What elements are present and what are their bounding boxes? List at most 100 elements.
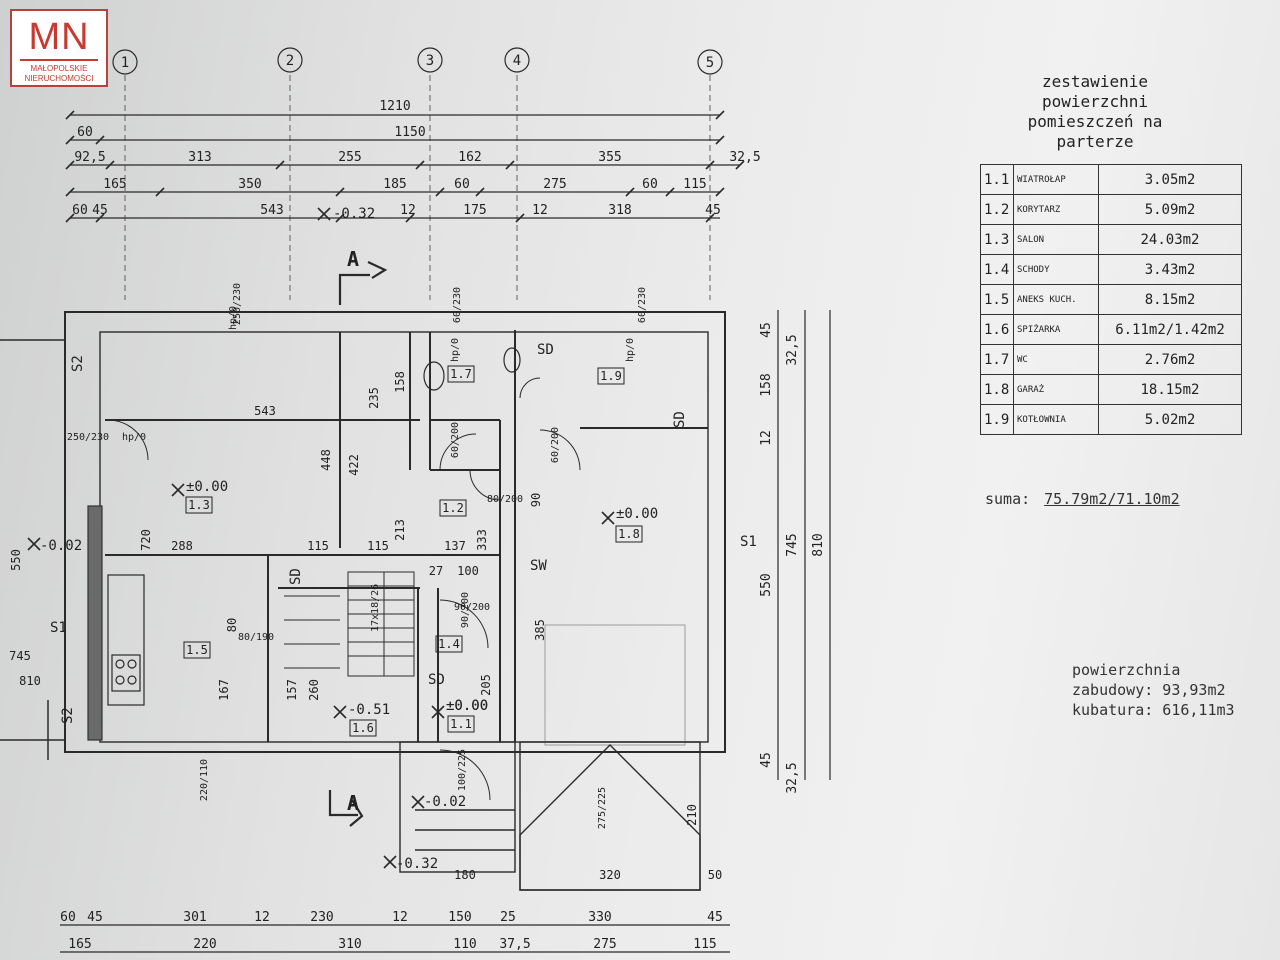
room-name: GARAŻ bbox=[1013, 374, 1099, 405]
dim-label: 50 bbox=[708, 868, 722, 882]
level-label: -0.51 bbox=[348, 702, 390, 718]
wall-tag: SD bbox=[428, 672, 445, 688]
dim-label: 301 bbox=[183, 910, 206, 925]
opening-label: 60/230 bbox=[452, 287, 463, 323]
dim-label: 45 bbox=[92, 203, 108, 218]
opening-label: 100/225 bbox=[457, 749, 468, 791]
room-area: 24.03m2 bbox=[1098, 224, 1242, 255]
dim-label: 45 bbox=[705, 203, 721, 218]
level-label: -0.32 bbox=[396, 856, 438, 872]
dim-label: 115 bbox=[307, 539, 329, 553]
level-label: -0.02 bbox=[424, 794, 466, 810]
room-tag: 1.6 bbox=[352, 721, 374, 735]
dim-label: 165 bbox=[68, 937, 91, 952]
logo-line2: NIERUCHOMOŚCI bbox=[24, 74, 94, 83]
opening-label: 60/230 bbox=[637, 287, 648, 323]
dim-label: 448 bbox=[319, 449, 333, 471]
level-label: -0.32 bbox=[333, 206, 375, 222]
room-area: 5.02m2 bbox=[1098, 404, 1242, 435]
room-name: SALON bbox=[1013, 224, 1099, 255]
dim-label: 720 bbox=[139, 529, 153, 551]
dim-label: 60 bbox=[60, 910, 76, 925]
dim-label: 157 bbox=[285, 679, 299, 701]
company-logo: MN MAŁOPOLSKIE NIERUCHOMOŚCI bbox=[10, 9, 108, 87]
opening-label: 60/200 bbox=[450, 422, 461, 458]
room-tag: 1.4 bbox=[438, 637, 460, 651]
title-line: pomieszczeń na bbox=[1027, 112, 1163, 131]
hp-tag: hp/0 bbox=[122, 432, 146, 443]
room-id: 1.2 bbox=[980, 194, 1014, 225]
section-label: A bbox=[347, 791, 359, 815]
dim-label: 330 bbox=[588, 910, 611, 925]
dim-label: 255 bbox=[338, 150, 361, 165]
dim-label: 810 bbox=[811, 533, 826, 556]
room-name: KORYTARZ bbox=[1013, 194, 1099, 225]
dim-label: 80 bbox=[225, 618, 239, 632]
built-area-line: zabudowy: 93,93m2 bbox=[1072, 681, 1226, 699]
dim-label: 12 bbox=[392, 910, 408, 925]
opening-label: 80/200 bbox=[487, 494, 523, 505]
sum-label: suma: bbox=[985, 490, 1031, 508]
axis-label: 1 bbox=[121, 55, 129, 71]
room-name: ANEKS KUCH. bbox=[1013, 284, 1099, 315]
dim-label: 230 bbox=[310, 910, 333, 925]
room-tag: 1.8 bbox=[618, 527, 640, 541]
room-area: 5.09m2 bbox=[1098, 194, 1242, 225]
opening-label: 60/200 bbox=[550, 427, 561, 463]
stairs-label: 17x18/26 bbox=[370, 584, 381, 632]
dim-label: 110 bbox=[453, 937, 476, 952]
dim-label: 115 bbox=[367, 539, 389, 553]
dim-label: 60 bbox=[642, 177, 658, 192]
hp-tag: hp/0 bbox=[450, 338, 461, 362]
wall-tag: SW bbox=[530, 558, 547, 574]
dim-label: 25 bbox=[500, 910, 516, 925]
dim-label: 185 bbox=[383, 177, 406, 192]
wall-tag: S2 bbox=[60, 707, 76, 724]
logo-line1: MAŁOPOLSKIE bbox=[30, 64, 88, 73]
dim-label: 45 bbox=[759, 322, 774, 338]
level-label: ±0.00 bbox=[446, 698, 488, 714]
room-name: WC bbox=[1013, 344, 1099, 375]
dim-label: 310 bbox=[338, 937, 361, 952]
opening-label: 250/230 bbox=[67, 432, 109, 443]
dim-label: 167 bbox=[217, 679, 231, 701]
room-tag: 1.2 bbox=[442, 501, 464, 515]
level-label: -0.02 bbox=[40, 538, 82, 554]
dim-label: 60 bbox=[77, 125, 93, 140]
dim-label: 175 bbox=[463, 203, 486, 218]
dim-label: 27 bbox=[429, 564, 443, 578]
built-area-line: powierzchnia bbox=[1072, 661, 1181, 679]
dim-label: 158 bbox=[393, 371, 407, 393]
level-label: ±0.00 bbox=[186, 479, 228, 495]
dim-label: 137 bbox=[444, 539, 466, 553]
dim-label: 333 bbox=[475, 529, 489, 551]
dim-label: 275 bbox=[543, 177, 566, 192]
wall-hatch bbox=[87, 505, 103, 741]
opening-label: 90/200 bbox=[454, 602, 490, 613]
dim-label: 543 bbox=[260, 203, 283, 218]
wall-tag: S2 bbox=[70, 355, 86, 372]
dim-label: 32,5 bbox=[785, 334, 800, 365]
dim-label: 235 bbox=[367, 387, 381, 409]
level-label: ±0.00 bbox=[446, 698, 488, 714]
room-id: 1.7 bbox=[980, 344, 1014, 375]
volume-line: kubatura: 616,11m3 bbox=[1072, 701, 1235, 719]
area-summary-title: zestawienie powierzchni pomieszczeń na p… bbox=[990, 72, 1200, 152]
dim-label: 318 bbox=[608, 203, 631, 218]
dim-label: 45 bbox=[759, 752, 774, 768]
dim-label: 313 bbox=[188, 150, 211, 165]
wall-tag: S1 bbox=[50, 620, 67, 636]
title-line: zestawienie bbox=[1042, 72, 1148, 91]
room-id: 1.6 bbox=[980, 314, 1014, 345]
dim-label: 543 bbox=[254, 404, 276, 418]
room-area: 18.15m2 bbox=[1098, 374, 1242, 405]
opening-label: 250/230 bbox=[232, 283, 243, 325]
title-line: parterze bbox=[1056, 132, 1134, 151]
wall-tag: S1 bbox=[740, 534, 757, 550]
